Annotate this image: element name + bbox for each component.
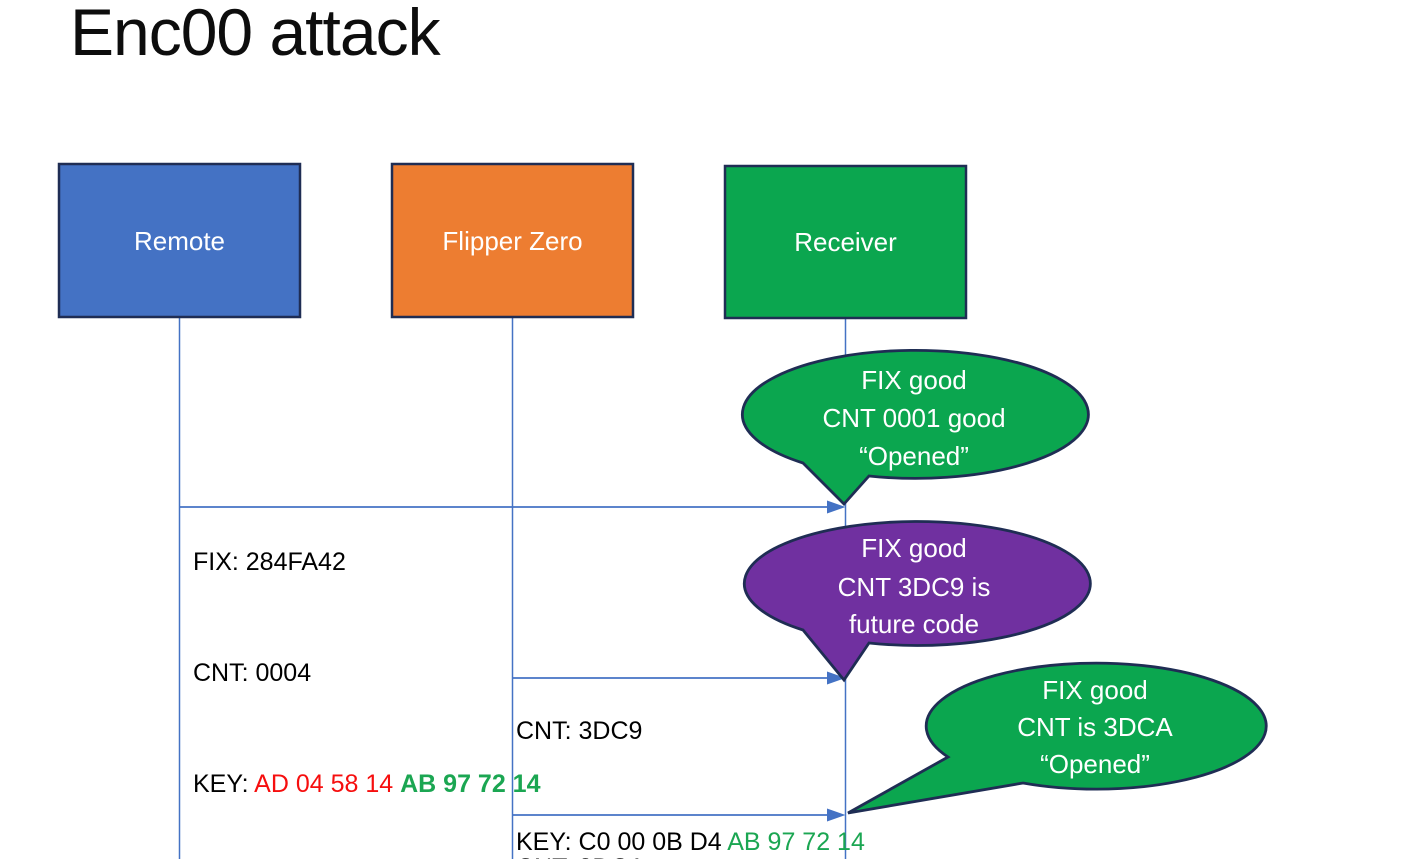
callout-3-line3: “Opened” — [1040, 749, 1150, 779]
message-arrow-1-head — [827, 500, 846, 514]
message-2-cnt: CNT: 3DC9 — [516, 717, 643, 745]
callout-1-line3: “Opened” — [859, 441, 969, 471]
message-arrow-2-head — [827, 671, 846, 685]
actor-flipper-zero: Flipper Zero — [390, 162, 635, 319]
callout-3-line1: FIX good — [1042, 675, 1148, 705]
actor-remote-label: Remote — [134, 226, 225, 256]
actor-receiver-label: Receiver — [794, 227, 897, 257]
message-1-fix: FIX: 284FA42 — [193, 548, 346, 576]
message-3-label: CNT: 3DCA KEY: C0 02 8A 33 AB 97 72 14 — [516, 776, 859, 859]
callout-3-line2: CNT is 3DCA — [1017, 712, 1173, 742]
slide-title: Enc00 attack — [70, 0, 441, 69]
message-3-cnt: CNT: 3DCA — [516, 850, 859, 859]
message-arrow-2 — [512, 671, 846, 685]
message-2-label: CNT: 3DC9 KEY: C0 00 0B D4 AB 97 72 14 — [516, 639, 865, 859]
message-1-label: FIX: 284FA42 CNT: 0004 KEY: AD 04 58 14 … — [193, 470, 540, 859]
message-1-key-red-bytes: AD 04 58 14 — [254, 770, 401, 798]
actor-remote-box — [57, 162, 302, 319]
callout-3-bubble — [847, 661, 1268, 815]
actor-flipper-zero-label: Flipper Zero — [442, 226, 582, 256]
callout-1: FIX good CNT 0001 good “Opened” — [741, 348, 1090, 507]
message-arrow-3-head — [827, 808, 846, 822]
message-2-key: KEY: C0 00 0B D4 AB 97 72 14 — [516, 824, 865, 859]
actor-receiver: Receiver — [723, 164, 968, 320]
callout-1-line1: FIX good — [861, 365, 967, 395]
callout-2: FIX good CNT 3DC9 is future code — [743, 520, 1092, 683]
message-1-key: KEY: AD 04 58 14 AB 97 72 14 — [193, 766, 540, 803]
message-2-key-green-bytes: AB 97 72 14 — [727, 828, 865, 856]
message-arrow-1 — [179, 500, 846, 514]
message-1-cnt: CNT: 0004 — [193, 659, 312, 687]
callout-2-bubble — [743, 520, 1092, 683]
callout-2-line3: future code — [849, 609, 979, 639]
actor-flipper-zero-box — [390, 162, 635, 319]
message-arrow-3 — [512, 808, 846, 822]
callout-2-line1: FIX good — [861, 533, 967, 563]
callout-1-bubble — [741, 348, 1090, 507]
callout-2-line2: CNT 3DC9 is — [838, 572, 991, 602]
actor-remote: Remote — [57, 162, 302, 319]
callout-1-line2: CNT 0001 good — [822, 403, 1005, 433]
message-1-key-prefix: KEY: — [193, 770, 255, 798]
message-2-key-prefix: KEY: C0 00 0B D4 — [516, 828, 728, 856]
message-1-key-green-bytes: AB 97 72 14 — [400, 770, 541, 798]
actor-receiver-box — [723, 164, 968, 320]
callout-3: FIX good CNT is 3DCA “Opened” — [847, 661, 1268, 815]
